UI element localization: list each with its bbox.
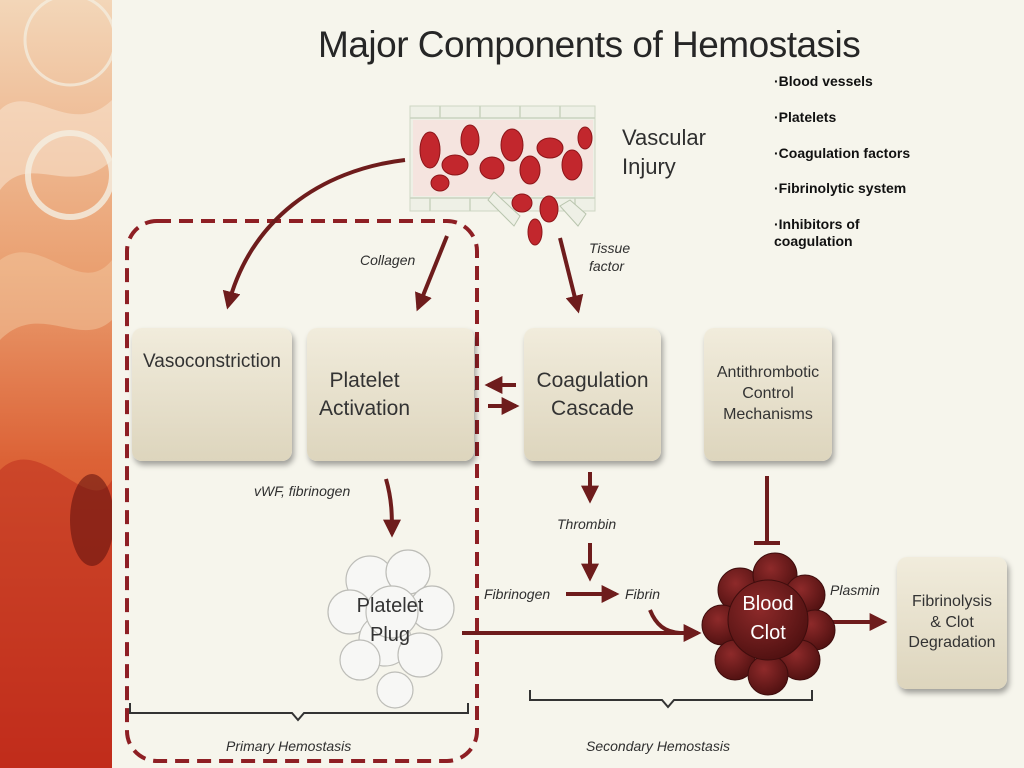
arrow-to-vasoconstriction	[222, 158, 406, 310]
fibrin-label: Fibrin	[625, 586, 661, 602]
fibrinolysis-box: Fibrinolysis & Clot Degradation	[897, 557, 1007, 689]
platelet-activation-label: Platelet Activation	[319, 369, 411, 420]
component-list-item: ·Platelets	[774, 108, 837, 125]
vasoconstriction-label: Vasoconstriction	[143, 351, 281, 372]
coagulation-cascade-box: Coagulation Cascade	[524, 328, 661, 461]
collagen-label: Collagen	[360, 252, 416, 268]
platelet-plug-cluster	[327, 549, 455, 709]
thrombin-label: Thrombin	[557, 516, 617, 532]
primary-hemostasis-label: Primary Hemostasis	[226, 738, 352, 754]
fibrinolysis-label: Fibrinolysis & Clot Degradation	[908, 592, 996, 652]
component-list-item: ·Coagulation factors	[774, 144, 911, 161]
primary-hemostasis-brace	[129, 703, 469, 722]
platelet-plug-label: Platelet Plug	[356, 595, 424, 646]
component-list-item: ·Inhibitors of coagulation	[774, 216, 860, 249]
blood-clot-label: Blood Clot	[742, 593, 794, 644]
secondary-hemostasis-label: Secondary Hemostasis	[586, 738, 730, 754]
secondary-hemostasis-brace	[529, 690, 813, 709]
sidebar-decoration	[0, 0, 112, 768]
component-list: ·Blood vessels ·Platelets ·Coagulation f…	[774, 73, 1014, 269]
vwf-fibrinogen-label: vWF, fibrinogen	[254, 483, 351, 499]
plasmin-label: Plasmin	[830, 582, 880, 598]
vascular-injury-illustration	[409, 105, 596, 246]
vasoconstriction-box: Vasoconstriction	[132, 328, 292, 461]
vascular-injury-label: Vascular Injury	[622, 125, 706, 179]
platelet-activation-box: Platelet Activation	[307, 328, 474, 461]
component-list-item: ·Blood vessels	[774, 73, 873, 89]
tissue-factor-label: Tissue factor	[589, 240, 631, 274]
coagulation-cascade-label: Coagulation Cascade	[536, 369, 649, 420]
arrow-collagen	[415, 235, 449, 312]
primary-hemostasis-region	[125, 219, 479, 763]
red-tissue-background	[0, 0, 112, 768]
arrow-vwf-fibrinogen	[382, 478, 401, 538]
antithrombotic-box: Antithrombotic Control Mechanisms	[704, 328, 832, 461]
arrow-fibrin-to-clot	[648, 609, 681, 635]
component-list-item: ·Fibrinolytic system	[774, 180, 907, 197]
fibrinogen-label: Fibrinogen	[484, 586, 551, 602]
arrow-tissue-factor	[558, 237, 584, 314]
page-title: Major Components of Hemostasis	[318, 24, 861, 65]
blood-clot-mass	[701, 552, 836, 696]
antithrombotic-label: Antithrombotic Control Mechanisms	[716, 364, 820, 423]
